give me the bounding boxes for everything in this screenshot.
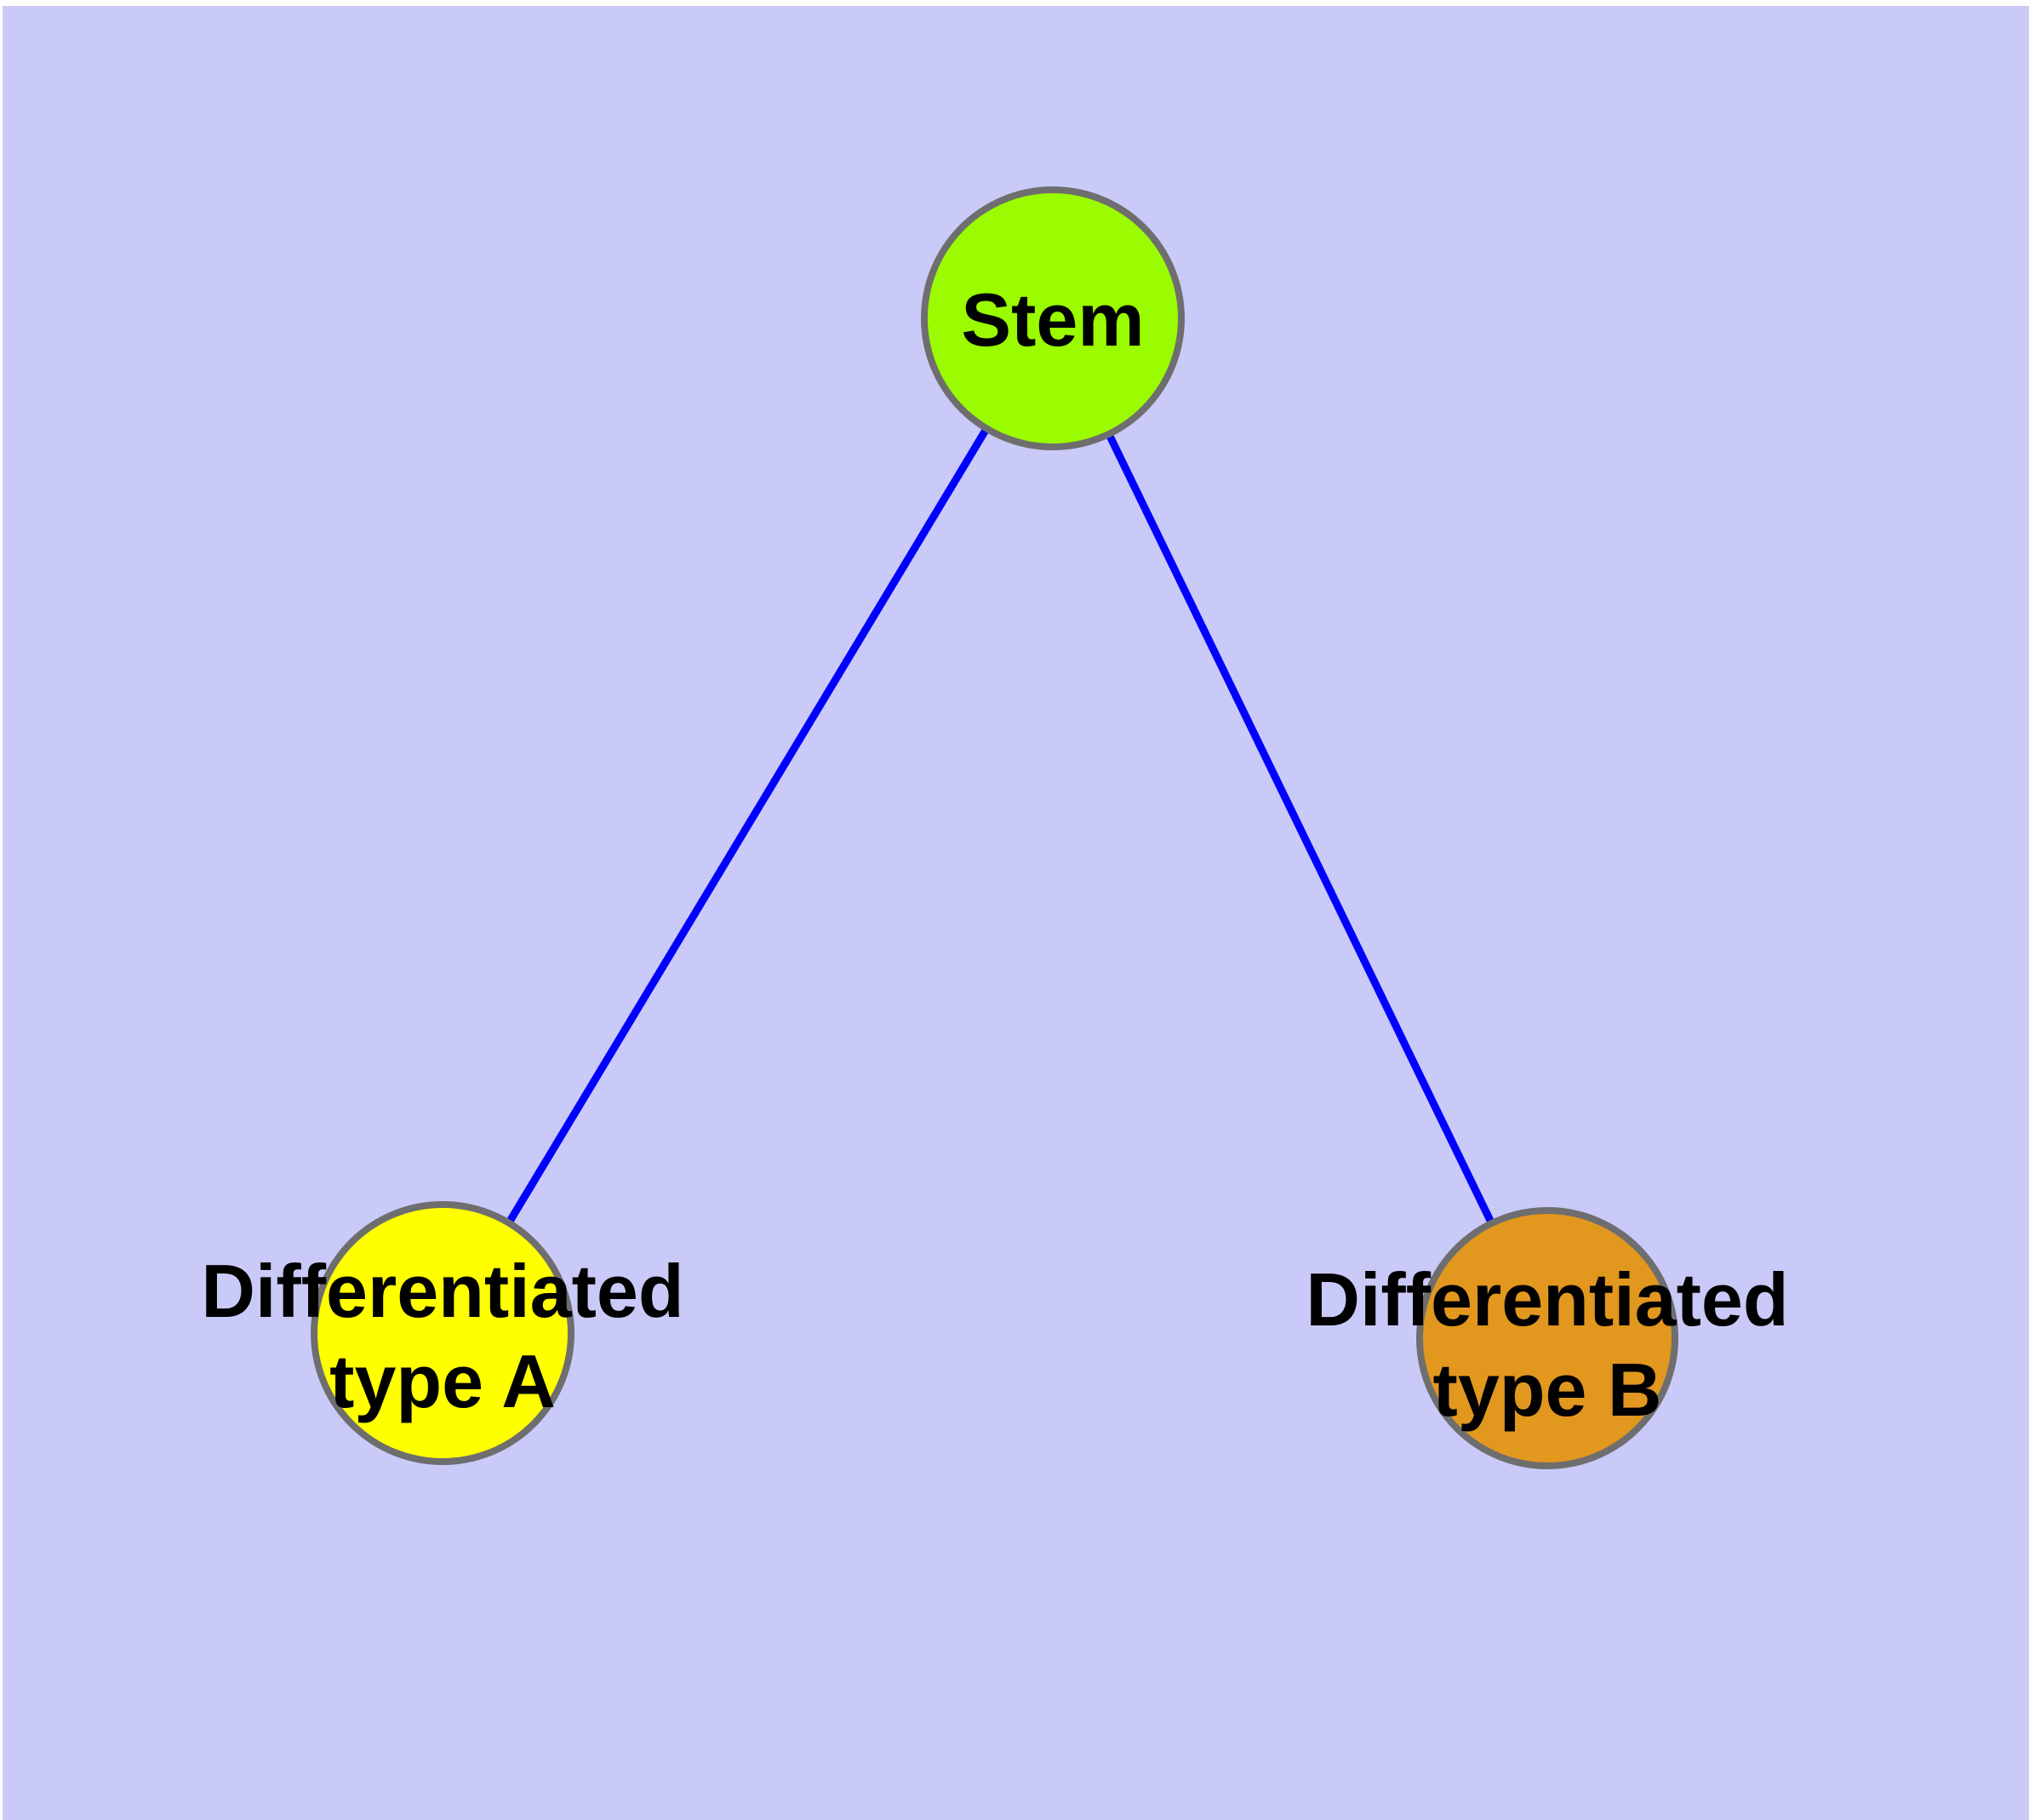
edge-stem-to-differentiated-type-b	[1049, 317, 1552, 1340]
edge-stem-to-differentiated-type-a	[439, 316, 1056, 1336]
node-labels: Stem Differentiated type A Differentiate…	[201, 278, 1788, 1432]
node-differentiated-type-b-label-line1: Differentiated	[1306, 1257, 1788, 1342]
node-differentiated-type-a	[311, 1201, 574, 1465]
nodes	[311, 186, 1678, 1469]
node-differentiated-type-b-label-line2: type B	[1433, 1348, 1662, 1432]
node-stem	[921, 186, 1185, 450]
node-stem-label: Stem	[961, 278, 1144, 362]
node-differentiated-type-b	[1416, 1207, 1678, 1469]
node-differentiated-type-a-label-line1: Differentiated	[201, 1249, 683, 1333]
edges	[439, 316, 1552, 1340]
node-differentiated-type-a-label-line2: type A	[329, 1339, 556, 1423]
